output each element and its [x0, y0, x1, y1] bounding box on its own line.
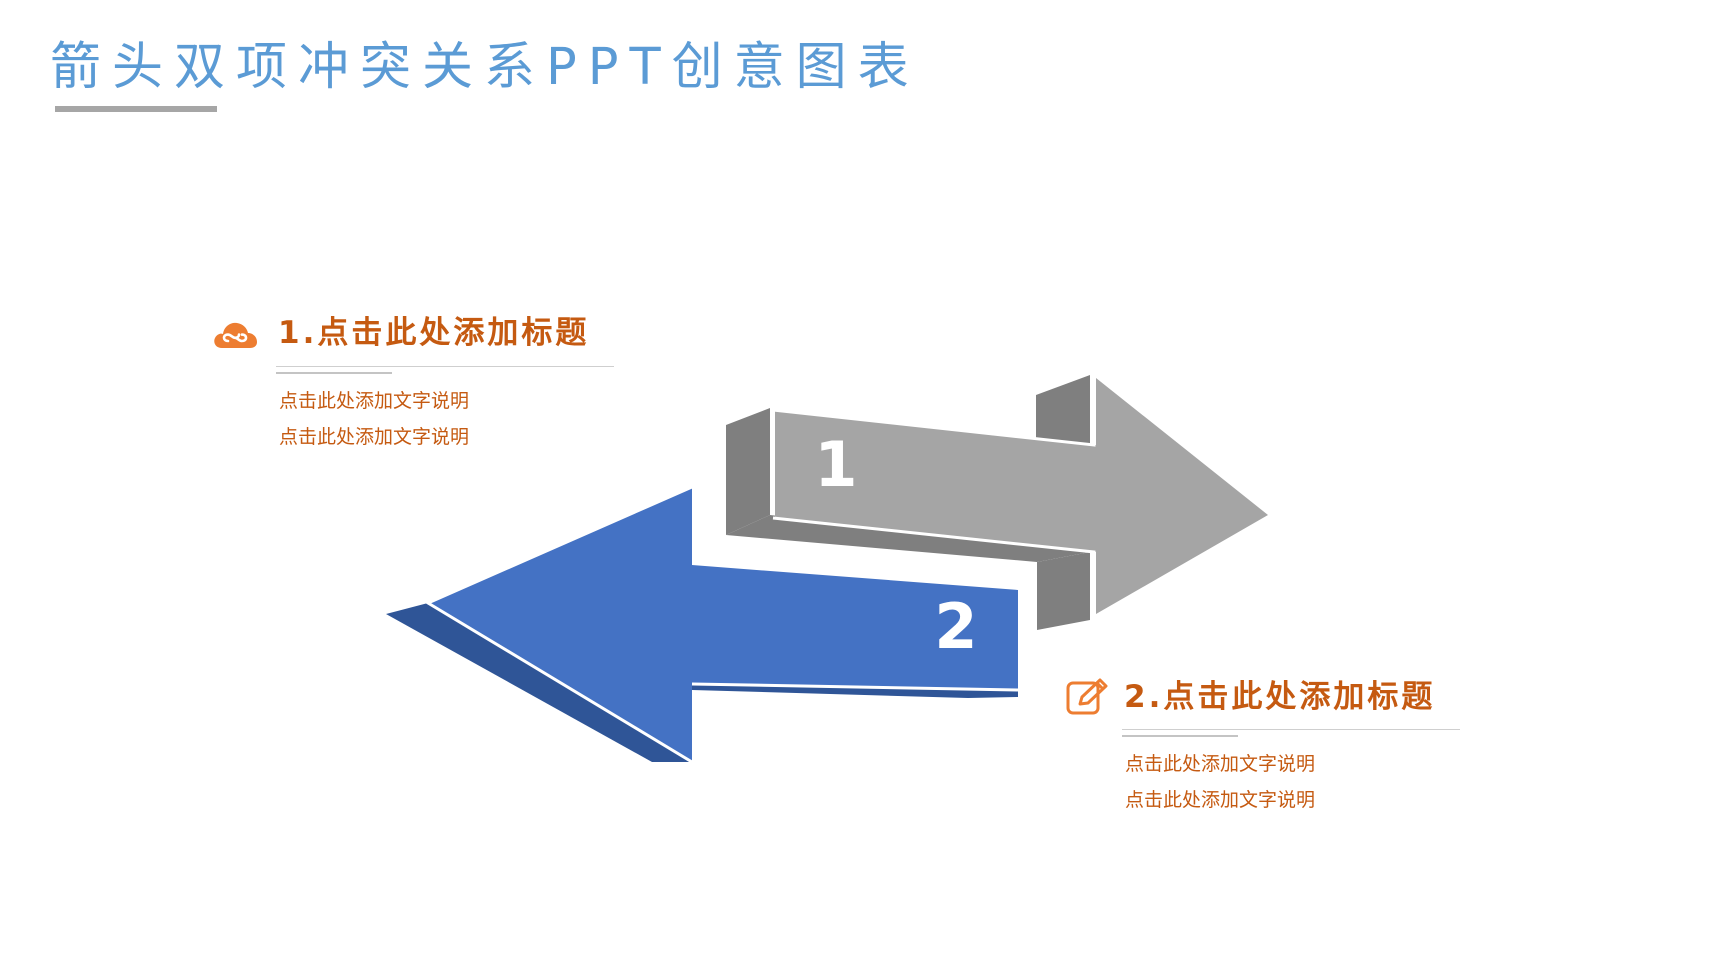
item-2-line-1: 点击此处添加文字说明 — [1125, 753, 1316, 775]
arrow-gray-left-side — [726, 408, 770, 535]
arrow-gray-face — [775, 378, 1268, 614]
title-underline — [55, 106, 217, 112]
arrow-gray-head-side-bottom — [1037, 552, 1090, 630]
page-title: 箭头双项冲突关系PPT创意图表 — [50, 38, 920, 97]
arrow-blue-number: 2 — [934, 590, 977, 663]
arrow-gray-edge-highlight-bottom — [772, 516, 1096, 614]
item-2-divider-accent — [1122, 735, 1238, 737]
item-1-divider-accent — [276, 372, 392, 374]
arrow-gray-edge-highlight — [772, 378, 1096, 447]
arrow-blue-edge-highlight — [424, 485, 693, 764]
item-1-line-2: 点击此处添加文字说明 — [279, 426, 470, 448]
item-2-divider — [1122, 729, 1460, 730]
arrow-gray-head-side-top — [1036, 375, 1090, 445]
arrow-gray — [726, 375, 1268, 630]
item-2-title: 2.点击此处添加标题 — [1124, 679, 1436, 715]
arrow-blue-face — [428, 487, 1018, 762]
arrow-blue — [386, 485, 1019, 764]
arrow-gray-bottom-side — [726, 515, 1090, 562]
arrow-blue-shaft-bottom-side — [692, 684, 1018, 698]
arrow-blue-bottom-side — [386, 603, 692, 762]
cloud-link-icon — [214, 322, 257, 348]
item-1-title: 1.点击此处添加标题 — [278, 315, 590, 351]
item-1-divider — [276, 366, 614, 367]
edit-icon — [1066, 678, 1108, 715]
arrow-blue-edge-highlight-shaft — [691, 682, 1019, 692]
item-1-line-1: 点击此处添加文字说明 — [279, 390, 470, 412]
arrow-gray-number: 1 — [814, 428, 857, 501]
item-2-line-2: 点击此处添加文字说明 — [1125, 789, 1316, 811]
